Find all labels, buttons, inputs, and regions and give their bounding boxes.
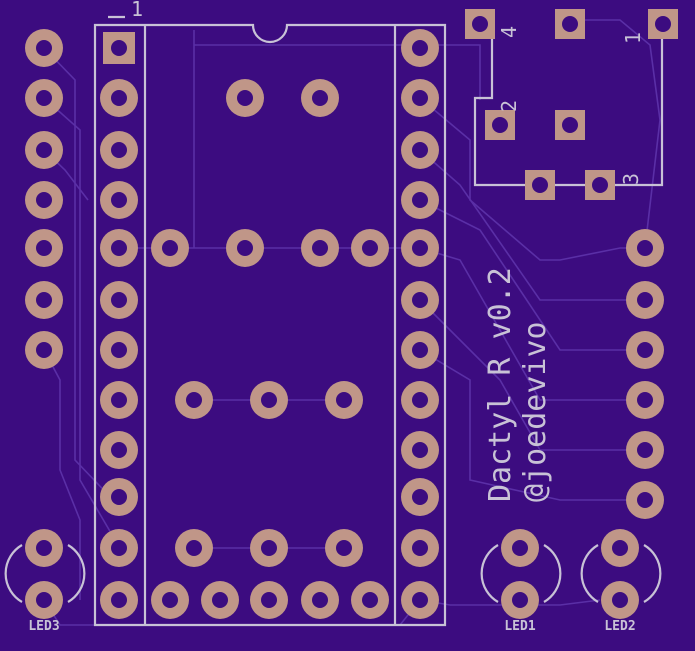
left-header-pad <box>25 229 63 267</box>
ic-right-pad <box>401 131 439 169</box>
ic-left-pad <box>100 281 138 319</box>
switch-pin-1-label: 1 <box>621 32 645 44</box>
ic-right-pad <box>401 181 439 219</box>
led2-anode-pad <box>601 529 639 567</box>
bottom-row-pad <box>301 581 339 619</box>
ic-left-pad <box>100 229 138 267</box>
ic-right-pad <box>401 79 439 117</box>
switch-pin-3-label: 3 <box>619 173 643 185</box>
component-pad <box>301 229 339 267</box>
switch-pad <box>555 9 585 39</box>
ic-right-pad <box>401 229 439 267</box>
left-header-pad <box>25 29 63 67</box>
switch-pin-2-label: 2 <box>497 100 521 112</box>
led1-label: LED1 <box>504 619 535 634</box>
board-title: Dactyl R v0.2 <box>483 267 518 502</box>
led3-cathode-pad <box>25 581 63 619</box>
component-pad <box>226 229 264 267</box>
ic-right-pad <box>401 581 439 619</box>
led2-label: LED2 <box>604 619 635 634</box>
component-pad <box>351 229 389 267</box>
ic-left-pad <box>100 131 138 169</box>
right-header-pad <box>626 431 664 469</box>
switch-pin-4-label: 4 <box>497 26 521 38</box>
led2-outline <box>580 544 662 603</box>
ic-right-pad <box>401 281 439 319</box>
component-pad <box>325 381 363 419</box>
left-header-pad <box>25 331 63 369</box>
bottom-row-pad <box>201 581 239 619</box>
ic-right-pad <box>401 29 439 67</box>
led2-cathode-pad <box>601 581 639 619</box>
bottom-row-pad <box>351 581 389 619</box>
ic-left-pad <box>100 431 138 469</box>
ic-left-pad <box>100 581 138 619</box>
component-pad <box>325 529 363 567</box>
component-pad <box>151 229 189 267</box>
left-header-pad <box>25 79 63 117</box>
right-header-pad <box>626 481 664 519</box>
ic-left-pad <box>100 381 138 419</box>
ic-left-pad <box>100 79 138 117</box>
component-pad <box>301 79 339 117</box>
switch-pad <box>648 9 678 39</box>
left-header-pad <box>25 181 63 219</box>
pads-layer <box>25 9 678 619</box>
led3-outline <box>4 544 86 603</box>
led1-anode-pad <box>501 529 539 567</box>
ic-socket-outline <box>93 23 447 627</box>
component-pad <box>175 529 213 567</box>
led3-label: LED3 <box>28 619 59 634</box>
led3-anode-pad <box>25 529 63 567</box>
led1-cathode-pad <box>501 581 539 619</box>
ic-right-pad <box>401 381 439 419</box>
right-header-pad <box>626 331 664 369</box>
ic-left-pad <box>100 529 138 567</box>
ic-left-pad <box>100 181 138 219</box>
ic-right-pad <box>401 331 439 369</box>
left-header-pad <box>25 131 63 169</box>
silkscreen-labels: 1 4 1 2 3 Dactyl R v0.2 @joedevivo LED3 … <box>28 0 645 634</box>
right-header-pad <box>626 281 664 319</box>
bottom-row-pad <box>151 581 189 619</box>
ic-left-pad <box>100 331 138 369</box>
switch-outline <box>473 10 664 187</box>
right-header-pad <box>626 229 664 267</box>
ic-right-pad <box>401 431 439 469</box>
bottom-row-pad <box>250 581 288 619</box>
switch-pad <box>465 9 495 39</box>
switch-pad <box>555 110 585 140</box>
component-pad <box>175 381 213 419</box>
ic-pin-1-pad <box>103 32 135 64</box>
component-pad <box>250 381 288 419</box>
switch-pad <box>585 170 615 200</box>
component-pad <box>250 529 288 567</box>
ic-right-pad <box>401 478 439 516</box>
right-header-pad <box>626 381 664 419</box>
led1-outline <box>480 544 562 603</box>
ic-right-pad <box>401 529 439 567</box>
component-pad <box>226 79 264 117</box>
ic-pin1-marker: 1 <box>131 0 143 21</box>
board-author: @joedevivo <box>518 321 553 502</box>
ic-left-pad <box>100 478 138 516</box>
switch-pad <box>485 110 515 140</box>
left-header-pad <box>25 281 63 319</box>
silkscreen-outlines <box>4 10 664 627</box>
switch-pad <box>525 170 555 200</box>
